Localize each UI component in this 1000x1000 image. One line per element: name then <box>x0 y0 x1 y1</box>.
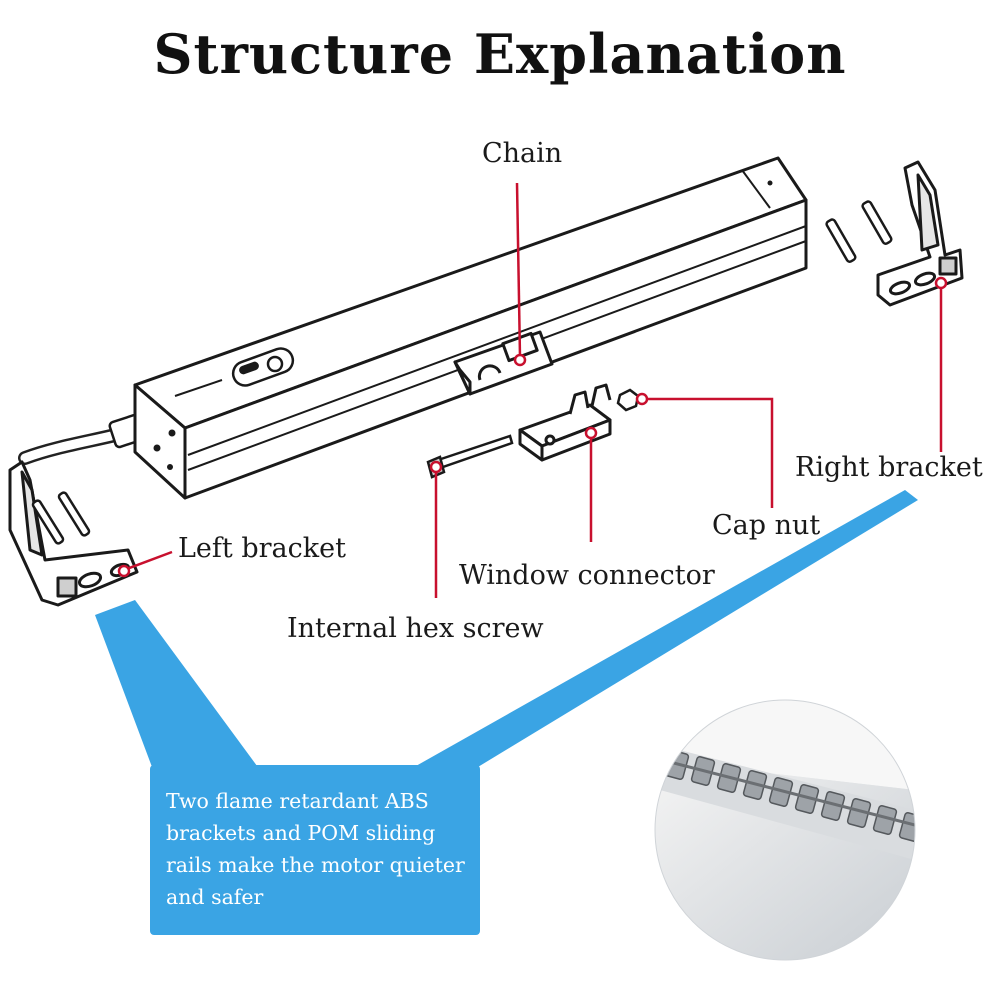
leader-lines <box>123 182 943 598</box>
chain-motor-body <box>133 156 808 500</box>
label-cap-nut: Cap nut <box>712 510 821 541</box>
callout-wedge-left <box>95 600 260 775</box>
left-bracket-screws <box>31 491 91 545</box>
label-chain: Chain <box>482 138 563 169</box>
page-title: Structure Explanation <box>153 22 847 86</box>
leader-dots <box>117 276 948 578</box>
label-window-connector: Window connector <box>459 560 715 591</box>
chain-closeup <box>655 700 915 960</box>
label-left-bracket: Left bracket <box>178 533 346 564</box>
leader-left-bracket <box>123 550 173 572</box>
label-internal-hex-screw: Internal hex screw <box>287 613 544 644</box>
callout-text: Two flame retardant ABS brackets and POM… <box>166 789 465 909</box>
right-bracket-screws <box>825 200 893 263</box>
cap-nut-part <box>616 388 640 412</box>
label-right-bracket: Right bracket <box>795 452 983 483</box>
window-connector-part <box>518 383 612 462</box>
left-bracket <box>8 460 139 607</box>
right-bracket <box>876 160 964 307</box>
leader-chain <box>515 182 522 358</box>
callout-wedge-right <box>400 490 918 790</box>
info-callout: Two flame retardant ABS brackets and POM… <box>150 765 480 935</box>
leader-cap-nut <box>644 397 774 508</box>
control-panel <box>174 347 295 397</box>
